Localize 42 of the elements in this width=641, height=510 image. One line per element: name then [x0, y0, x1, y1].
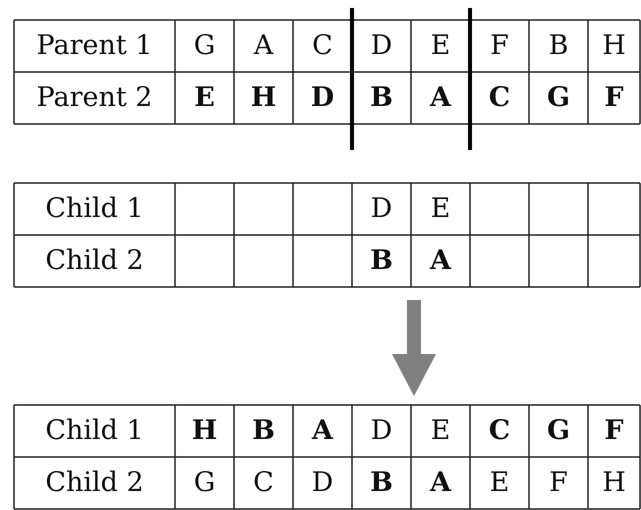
gene-letter: B: [370, 83, 393, 113]
gene-letter: F: [490, 31, 509, 61]
gene-letter: C: [488, 83, 510, 113]
gene-letter: G: [546, 416, 570, 446]
gene-letter: D: [370, 194, 392, 224]
gene-letter: H: [250, 83, 276, 113]
gene-letter: F: [604, 416, 624, 446]
gene-letter: E: [430, 31, 450, 61]
gene-letter: C: [312, 31, 333, 61]
gene-letter: G: [546, 83, 570, 113]
gene-letter: E: [430, 194, 450, 224]
gene-letter: D: [370, 416, 392, 446]
gene-letter: A: [430, 468, 451, 498]
row-header: Child 2: [45, 468, 144, 498]
row-header: Child 1: [45, 194, 144, 224]
row-header: Parent 1: [36, 31, 152, 61]
gene-letter: B: [252, 416, 275, 446]
gene-letter: F: [604, 83, 624, 113]
gene-letter: A: [254, 31, 274, 61]
gene-letter: A: [430, 246, 451, 276]
row-header: Child 2: [45, 246, 144, 276]
gene-letter: H: [192, 416, 218, 446]
gene-letter: E: [430, 416, 450, 446]
gene-letter: D: [370, 31, 392, 61]
gene-letter: D: [312, 468, 334, 498]
row-header: Parent 2: [36, 83, 152, 113]
gene-letter: B: [370, 246, 393, 276]
gene-letter: A: [312, 416, 333, 446]
gene-letter: G: [194, 468, 216, 498]
gene-letter: E: [490, 468, 510, 498]
gene-letter: B: [548, 31, 568, 61]
gene-letter: B: [370, 468, 393, 498]
gene-letter: E: [194, 83, 215, 113]
gene-letter: G: [194, 31, 216, 61]
gene-letter: A: [430, 83, 451, 113]
gene-letter: F: [549, 468, 568, 498]
gene-letter: C: [488, 416, 510, 446]
gene-letter: C: [253, 468, 274, 498]
row-header: Child 1: [45, 416, 144, 446]
gene-letter: H: [602, 468, 626, 498]
gene-letter: H: [602, 31, 626, 61]
gene-letter: D: [310, 83, 334, 113]
